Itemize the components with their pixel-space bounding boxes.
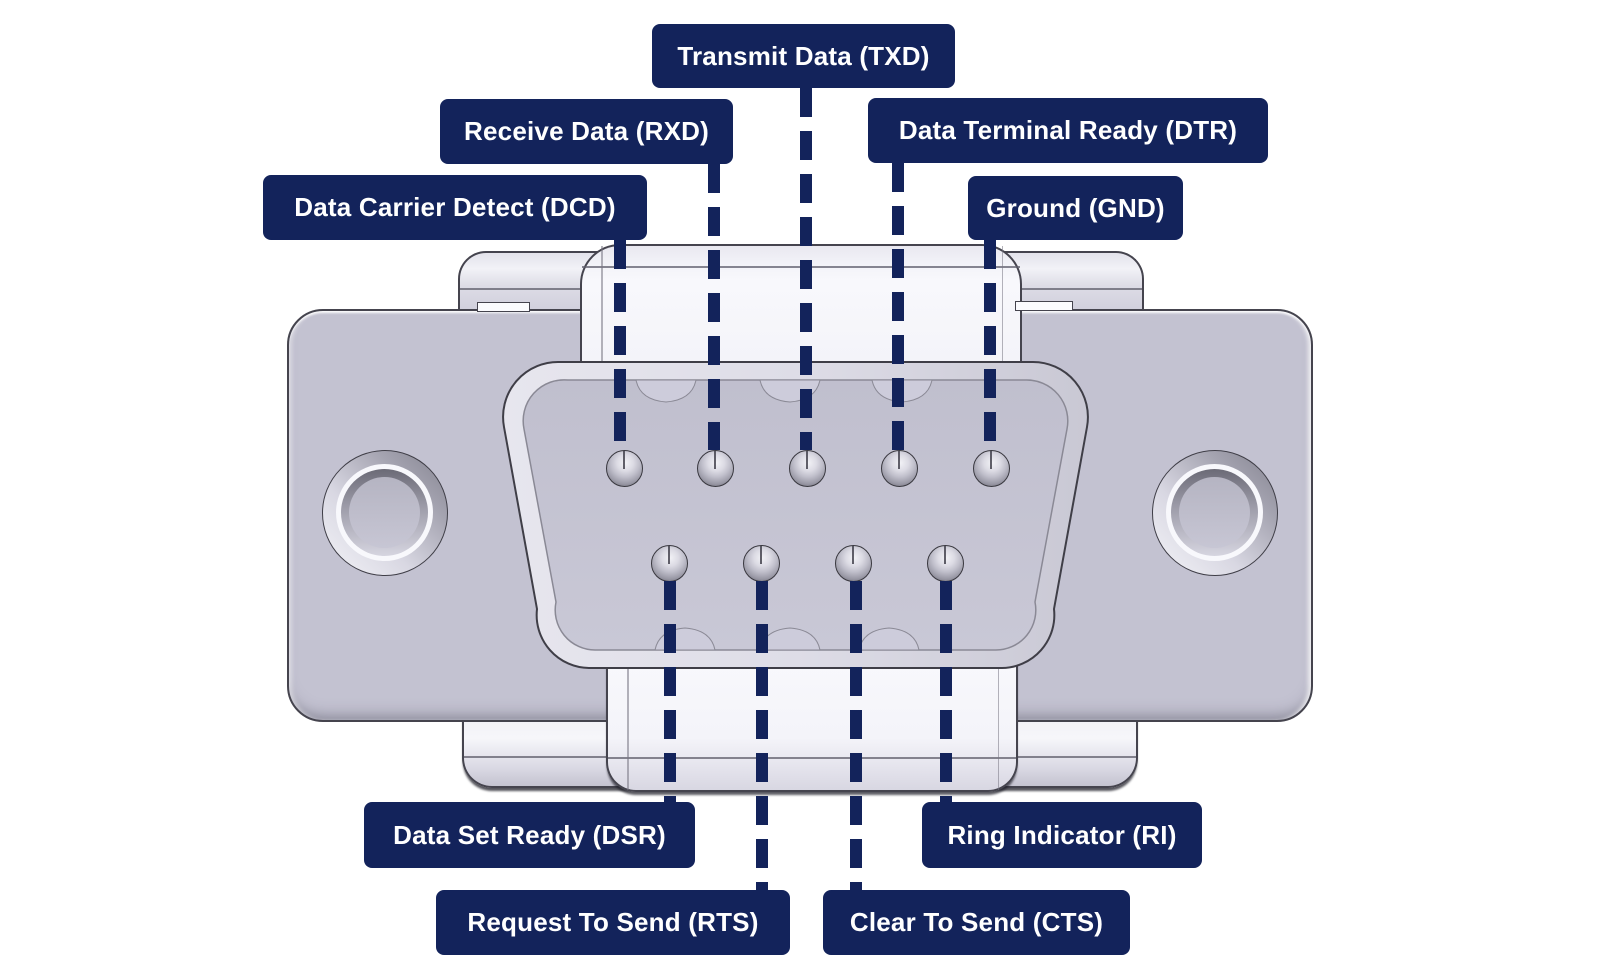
pin-label-txd: Transmit Data (TXD) [652, 24, 955, 88]
dash-line-dcd [614, 240, 626, 450]
pin-label-rts: Request To Send (RTS) [436, 890, 790, 955]
pin-8-cts [835, 545, 872, 582]
screw-hole-right-bore [1179, 477, 1250, 548]
screw-hole-left-bore [349, 477, 420, 548]
pin-label-dsr: Data Set Ready (DSR) [364, 802, 695, 868]
pin-label-cts: Clear To Send (CTS) [823, 890, 1130, 955]
pin-2-rxd [697, 450, 734, 487]
dash-line-cts [850, 581, 862, 890]
dash-line-gnd [984, 240, 996, 450]
latch-tab-right [1015, 301, 1073, 311]
shell-bump [635, 379, 697, 403]
pin-4-dtr [881, 450, 918, 487]
dash-line-ri [940, 581, 952, 802]
dash-line-rxd [708, 164, 720, 450]
dash-line-dtr [892, 163, 904, 450]
pin-label-dtr: Data Terminal Ready (DTR) [868, 98, 1268, 163]
insulator-top-right-edge [1001, 246, 1003, 362]
pin-7-rts [743, 545, 780, 582]
latch-tab-left [477, 302, 530, 312]
pin-6-dsr [651, 545, 688, 582]
pin-1-dcd [606, 450, 643, 487]
dash-line-dsr [664, 581, 676, 802]
insulator-bottom-right-edge [997, 660, 999, 790]
screw-hole-right [1152, 450, 1278, 576]
pin-label-gnd: Ground (GND) [968, 176, 1183, 240]
insulator-top-left-edge [601, 246, 603, 362]
dash-line-txd [800, 88, 812, 450]
insulator-bottom-seam [608, 757, 1016, 759]
pin-label-dcd: Data Carrier Detect (DCD) [263, 175, 647, 240]
pin-3-txd [789, 450, 826, 487]
pin-5-gnd [973, 450, 1010, 487]
screw-hole-left [322, 450, 448, 576]
shell-bump [858, 627, 920, 651]
pin-label-rxd: Receive Data (RXD) [440, 99, 733, 164]
insulator-bottom-left-edge [627, 660, 629, 790]
pin-9-ri [927, 545, 964, 582]
pin-label-ri: Ring Indicator (RI) [922, 802, 1202, 868]
dash-line-rts [756, 581, 768, 890]
